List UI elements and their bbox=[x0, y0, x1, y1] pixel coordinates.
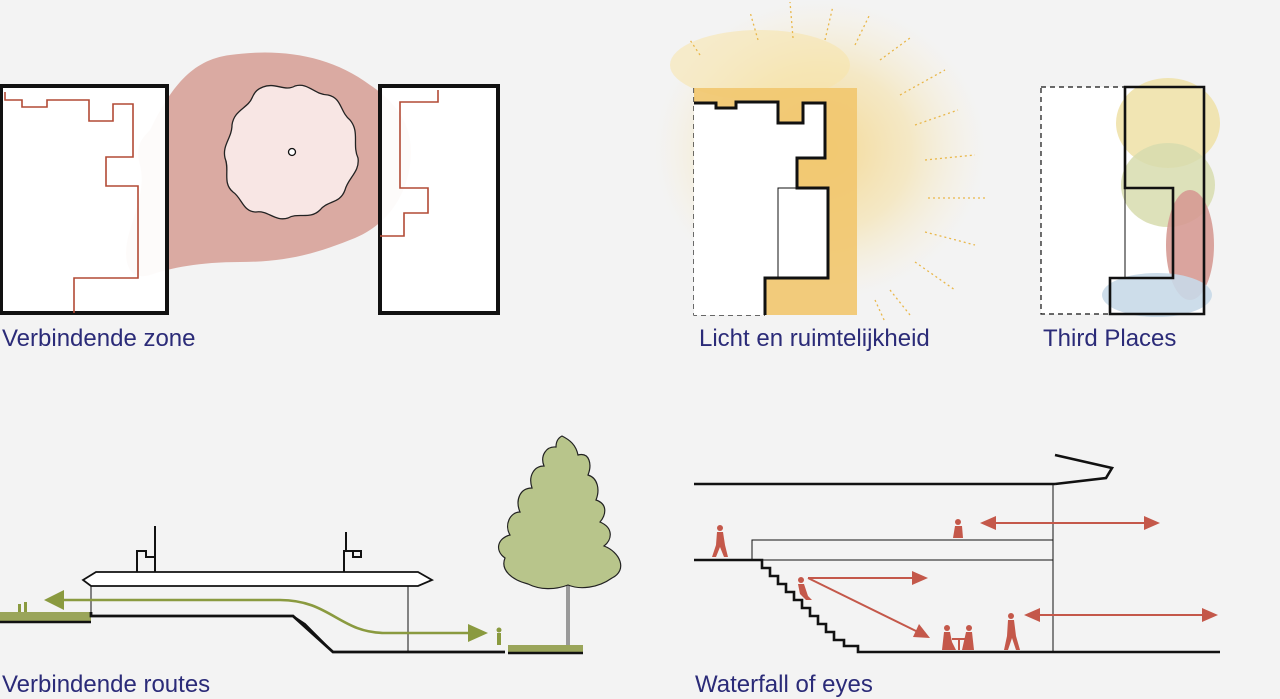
caption-licht: Licht en ruimtelijkheid bbox=[699, 325, 930, 352]
roof-canopy bbox=[1054, 453, 1115, 486]
left-building bbox=[0, 84, 169, 315]
tree-icon bbox=[497, 435, 622, 645]
left-ground-grass bbox=[0, 612, 91, 622]
caption-verbindende-routes: Verbindende routes bbox=[2, 671, 211, 698]
route-arrowhead-right bbox=[468, 624, 488, 642]
licht-diagram bbox=[655, 0, 985, 323]
third-place-red bbox=[1166, 190, 1214, 300]
third-places-diagram bbox=[1040, 78, 1220, 317]
right-building-outline-red bbox=[380, 90, 439, 237]
center-point-icon bbox=[287, 147, 297, 157]
small-people-icon bbox=[18, 602, 27, 612]
roof-chimney-left bbox=[136, 526, 156, 572]
caption-verbindende-zone: Verbindende zone bbox=[2, 325, 196, 352]
building-roof bbox=[81, 571, 435, 587]
person-icon bbox=[496, 627, 502, 645]
route-arrowhead-left bbox=[44, 590, 64, 610]
right-building bbox=[378, 84, 500, 315]
mezzanine-floor bbox=[751, 539, 1053, 560]
caption-third-places: Third Places bbox=[1043, 325, 1177, 352]
route-arrow bbox=[60, 598, 470, 635]
stair-steps bbox=[694, 558, 1220, 654]
third-place-yellow bbox=[1116, 78, 1220, 168]
left-building-outline-red bbox=[4, 92, 139, 313]
building-edge bbox=[694, 100, 830, 315]
sightline-arrows bbox=[807, 516, 1218, 638]
caption-waterfall: Waterfall of eyes bbox=[695, 671, 873, 698]
building-edge bbox=[1108, 85, 1206, 316]
waterfall-of-eyes-diagram bbox=[694, 453, 1220, 654]
verbindende-zone-diagram bbox=[0, 52, 500, 315]
sun-icon bbox=[689, 1, 985, 323]
third-place-blue bbox=[1102, 273, 1212, 317]
building-mass bbox=[694, 102, 828, 315]
person-icon bbox=[712, 519, 1020, 650]
verbindende-routes-diagram bbox=[0, 435, 622, 655]
roof-chimney-right bbox=[343, 532, 362, 572]
right-ground-grass bbox=[508, 645, 583, 653]
